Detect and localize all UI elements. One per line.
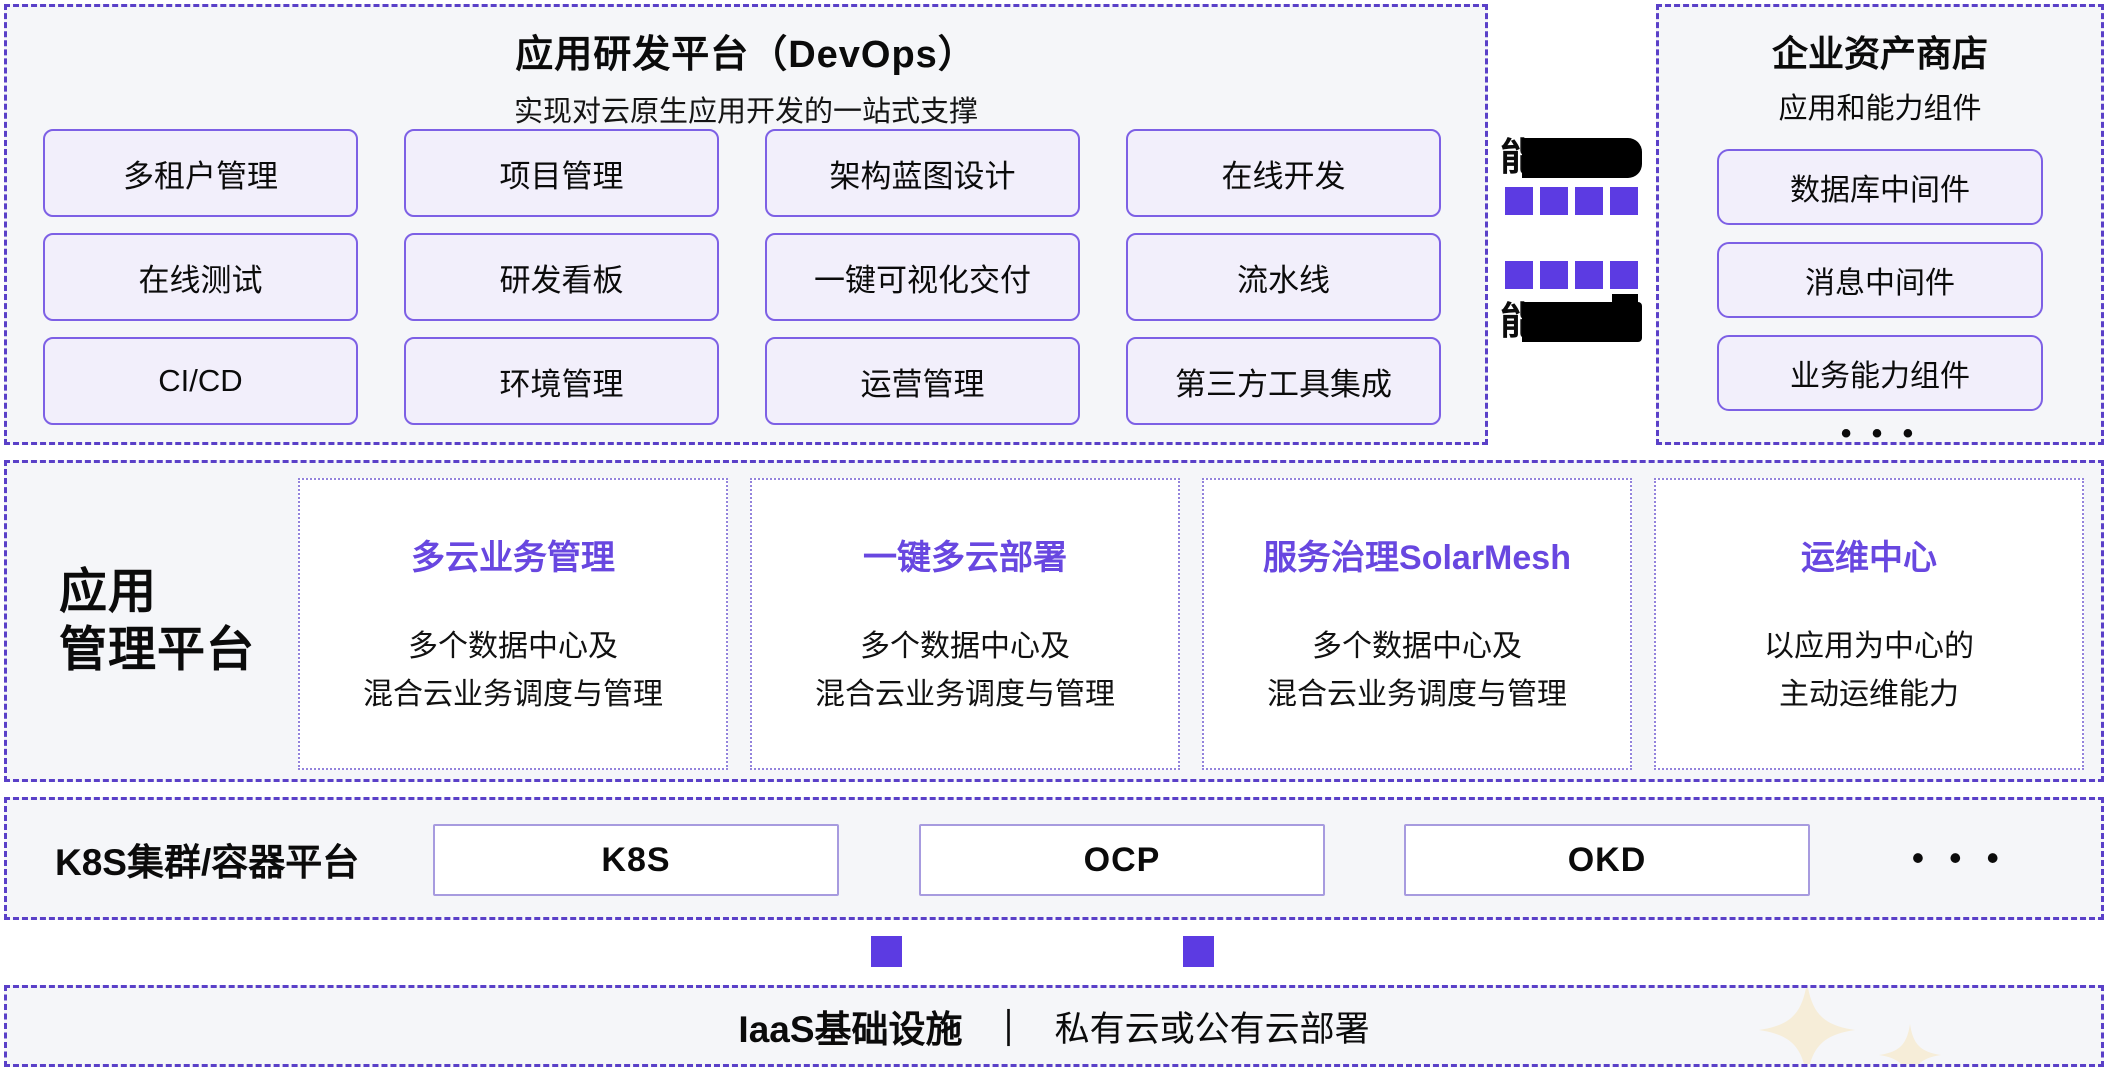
connector-square (1540, 187, 1568, 215)
layer-connector-square (871, 936, 902, 967)
sparkle-decoration (1879, 1024, 1941, 1064)
card-title: 服务治理SolarMesh (1263, 538, 1571, 577)
feature-box-dev-kanban: 研发看板 (404, 233, 719, 321)
asset-store-subtitle: 应用和能力组件 (1778, 93, 1982, 125)
iaas-infrastructure-row: IaaS基础设施 ｜ 私有云或公有云部署 (4, 985, 2104, 1067)
card-desc-line1: 以应用为中心的 (1764, 629, 1974, 663)
app-management-label-line2: 管理平台 (59, 623, 256, 676)
asset-store-items: 数据库中间件 消息中间件 业务能力组件 (1659, 149, 2101, 411)
redacted-capability-label-top: 能 (1500, 136, 1642, 180)
card-title: 运维中心 (1801, 538, 1937, 577)
card-multicloud-business-mgmt: 多云业务管理 多个数据中心及 混合云业务调度与管理 (298, 478, 728, 770)
card-desc-line2: 混合云业务调度与管理 (363, 677, 663, 711)
devops-platform-panel: 应用研发平台（DevOps） 实现对云原生应用开发的一站式支撑 多租户管理 项目… (4, 4, 1488, 445)
k8s-box: K8S (433, 824, 839, 896)
layer-connector-square (1183, 936, 1214, 967)
sparkle-decoration (1759, 988, 1855, 1064)
feature-box-cicd: CI/CD (43, 337, 358, 425)
connector-square (1540, 261, 1568, 289)
connector-square (1610, 261, 1638, 289)
devops-panel-title: 应用研发平台（DevOps） (515, 34, 977, 76)
asset-store-title: 企业资产商店 (1771, 33, 1988, 74)
card-desc-line1: 多个数据中心及 (1312, 629, 1522, 663)
card-one-click-multicloud-deploy: 一键多云部署 多个数据中心及 混合云业务调度与管理 (750, 478, 1180, 770)
connector-arrow-squares-top (1505, 187, 1638, 215)
app-management-label: 应用 管理平台 (59, 563, 255, 678)
k8s-row-label: K8S集群/容器平台 (55, 841, 360, 883)
card-service-governance-solarmesh: 服务治理SolarMesh 多个数据中心及 混合云业务调度与管理 (1202, 478, 1632, 770)
feature-box-pipeline: 流水线 (1126, 233, 1441, 321)
feature-box-env-mgmt: 环境管理 (404, 337, 719, 425)
app-management-platform-row: 应用 管理平台 多云业务管理 多个数据中心及 混合云业务调度与管理 一键多云部署… (4, 460, 2104, 782)
okd-box: OKD (1404, 824, 1810, 896)
feature-box-3rd-party-tools: 第三方工具集成 (1126, 337, 1441, 425)
connector-square (1505, 187, 1533, 215)
feature-box-ops-mgmt: 运营管理 (765, 337, 1080, 425)
connector-arrow-squares-bottom (1505, 261, 1638, 289)
ocp-box: OCP (919, 824, 1325, 896)
iaas-label: IaaS基础设施 (738, 1009, 963, 1050)
card-ops-center: 运维中心 以应用为中心的 主动运维能力 (1654, 478, 2084, 770)
iaas-deploy-label: 私有云或公有云部署 (1054, 1009, 1370, 1049)
asset-box-business-capability: 业务能力组件 (1717, 335, 2043, 411)
feature-box-blueprint-design: 架构蓝图设计 (765, 129, 1080, 217)
connector-square (1610, 187, 1638, 215)
card-desc-line2: 混合云业务调度与管理 (1267, 677, 1567, 711)
connector-square (1575, 261, 1603, 289)
card-title: 多云业务管理 (411, 538, 615, 577)
feature-box-online-test: 在线测试 (43, 233, 358, 321)
card-title: 一键多云部署 (863, 538, 1067, 577)
card-desc-line1: 多个数据中心及 (408, 629, 618, 663)
devops-panel-subtitle: 实现对云原生应用开发的一站式支撑 (513, 96, 978, 128)
app-management-cards: 多云业务管理 多个数据中心及 混合云业务调度与管理 一键多云部署 多个数据中心及… (298, 478, 2084, 770)
feature-box-project-mgmt: 项目管理 (404, 129, 719, 217)
app-management-label-line1: 应用 (59, 565, 158, 619)
enterprise-asset-store-panel: 企业资产商店 应用和能力组件 数据库中间件 消息中间件 业务能力组件 • • • (1656, 4, 2104, 450)
redacted-capability-label-bottom: 能 (1500, 294, 1642, 344)
asset-box-message-middleware: 消息中间件 (1717, 242, 2043, 318)
devops-feature-grid: 多租户管理 项目管理 架构蓝图设计 在线开发 在线测试 研发看板 一键可视化交付… (43, 129, 1441, 425)
card-desc-line1: 多个数据中心及 (860, 629, 1070, 663)
card-description: 多个数据中心及 混合云业务调度与管理 (363, 623, 663, 719)
k8s-container-platform-row: K8S集群/容器平台 K8S OCP OKD • • • (4, 797, 2104, 920)
card-desc-line2: 混合云业务调度与管理 (815, 677, 1115, 711)
iaas-separator: ｜ (990, 1008, 1027, 1049)
asset-box-database-middleware: 数据库中间件 (1717, 149, 2043, 225)
card-description: 以应用为中心的 主动运维能力 (1764, 623, 1974, 719)
card-description: 多个数据中心及 混合云业务调度与管理 (815, 623, 1115, 719)
asset-store-ellipsis: • • • (1840, 417, 1920, 450)
connector-square (1505, 261, 1533, 289)
redaction-bar (1522, 294, 1642, 342)
feature-box-multi-tenant: 多租户管理 (43, 129, 358, 217)
feature-box-visual-delivery: 一键可视化交付 (765, 233, 1080, 321)
feature-box-online-dev: 在线开发 (1126, 129, 1441, 217)
connector-square (1575, 187, 1603, 215)
panel-connector-zone: 能 能 (1488, 4, 1656, 445)
k8s-row-ellipsis: • • • (1912, 839, 2007, 877)
card-description: 多个数据中心及 混合云业务调度与管理 (1267, 623, 1567, 719)
redaction-bar (1522, 138, 1642, 178)
card-desc-line2: 主动运维能力 (1779, 677, 1959, 711)
